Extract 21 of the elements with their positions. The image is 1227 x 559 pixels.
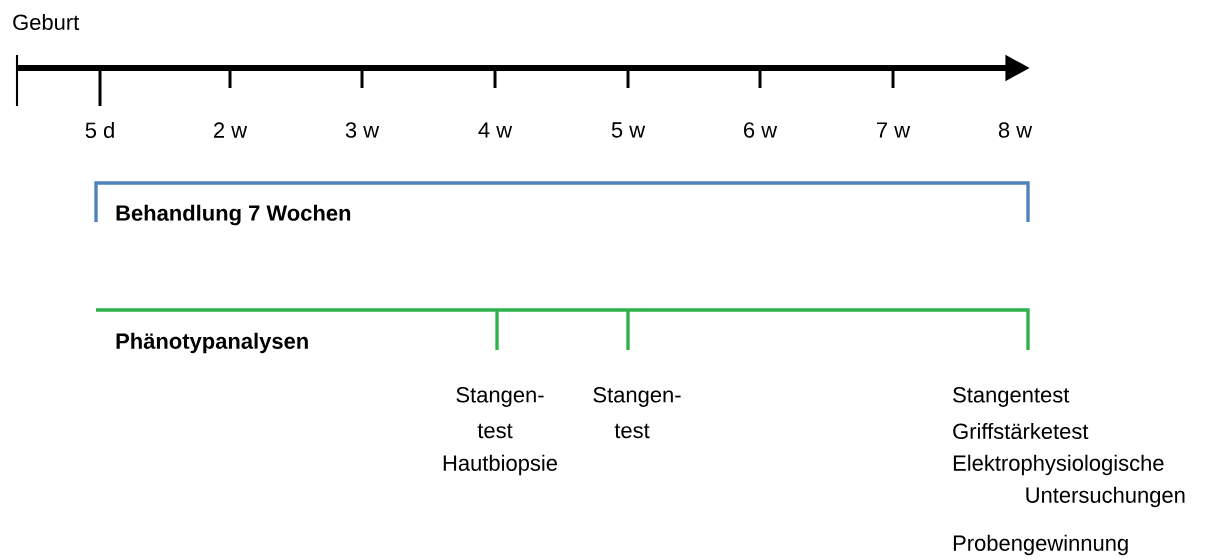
note-text: Stangen-: [593, 387, 681, 407]
note-text: Untersuchungen: [1026, 486, 1185, 508]
note-text: Stangen-: [456, 387, 544, 407]
note-text: test: [614, 423, 650, 439]
note-text: test: [477, 423, 513, 439]
note-text: Hautbiopsie: [443, 454, 557, 476]
axis-label: Geburt: [13, 13, 80, 31]
note-text: Griffstärketest: [953, 422, 1089, 440]
tick-label: 6 w: [744, 122, 778, 138]
note-text: Stangentest: [953, 387, 1070, 407]
tick-label: 3 w: [345, 122, 380, 138]
tick-label: 8 w: [998, 122, 1033, 138]
tick-label: 5 d: [85, 121, 114, 139]
tick-label: 5 w: [611, 122, 646, 138]
tick-label: 4 w: [478, 122, 513, 138]
phase-label: Behandlung 7 Wochen: [116, 204, 351, 226]
tick-label: 7 w: [877, 122, 911, 138]
note-text: Probengewinnung: [953, 534, 1128, 556]
phase-label: Phänotypanalysen: [116, 332, 308, 354]
note-text: Elektrophysiologische: [953, 454, 1164, 476]
tick-label: 2 w: [214, 122, 248, 138]
